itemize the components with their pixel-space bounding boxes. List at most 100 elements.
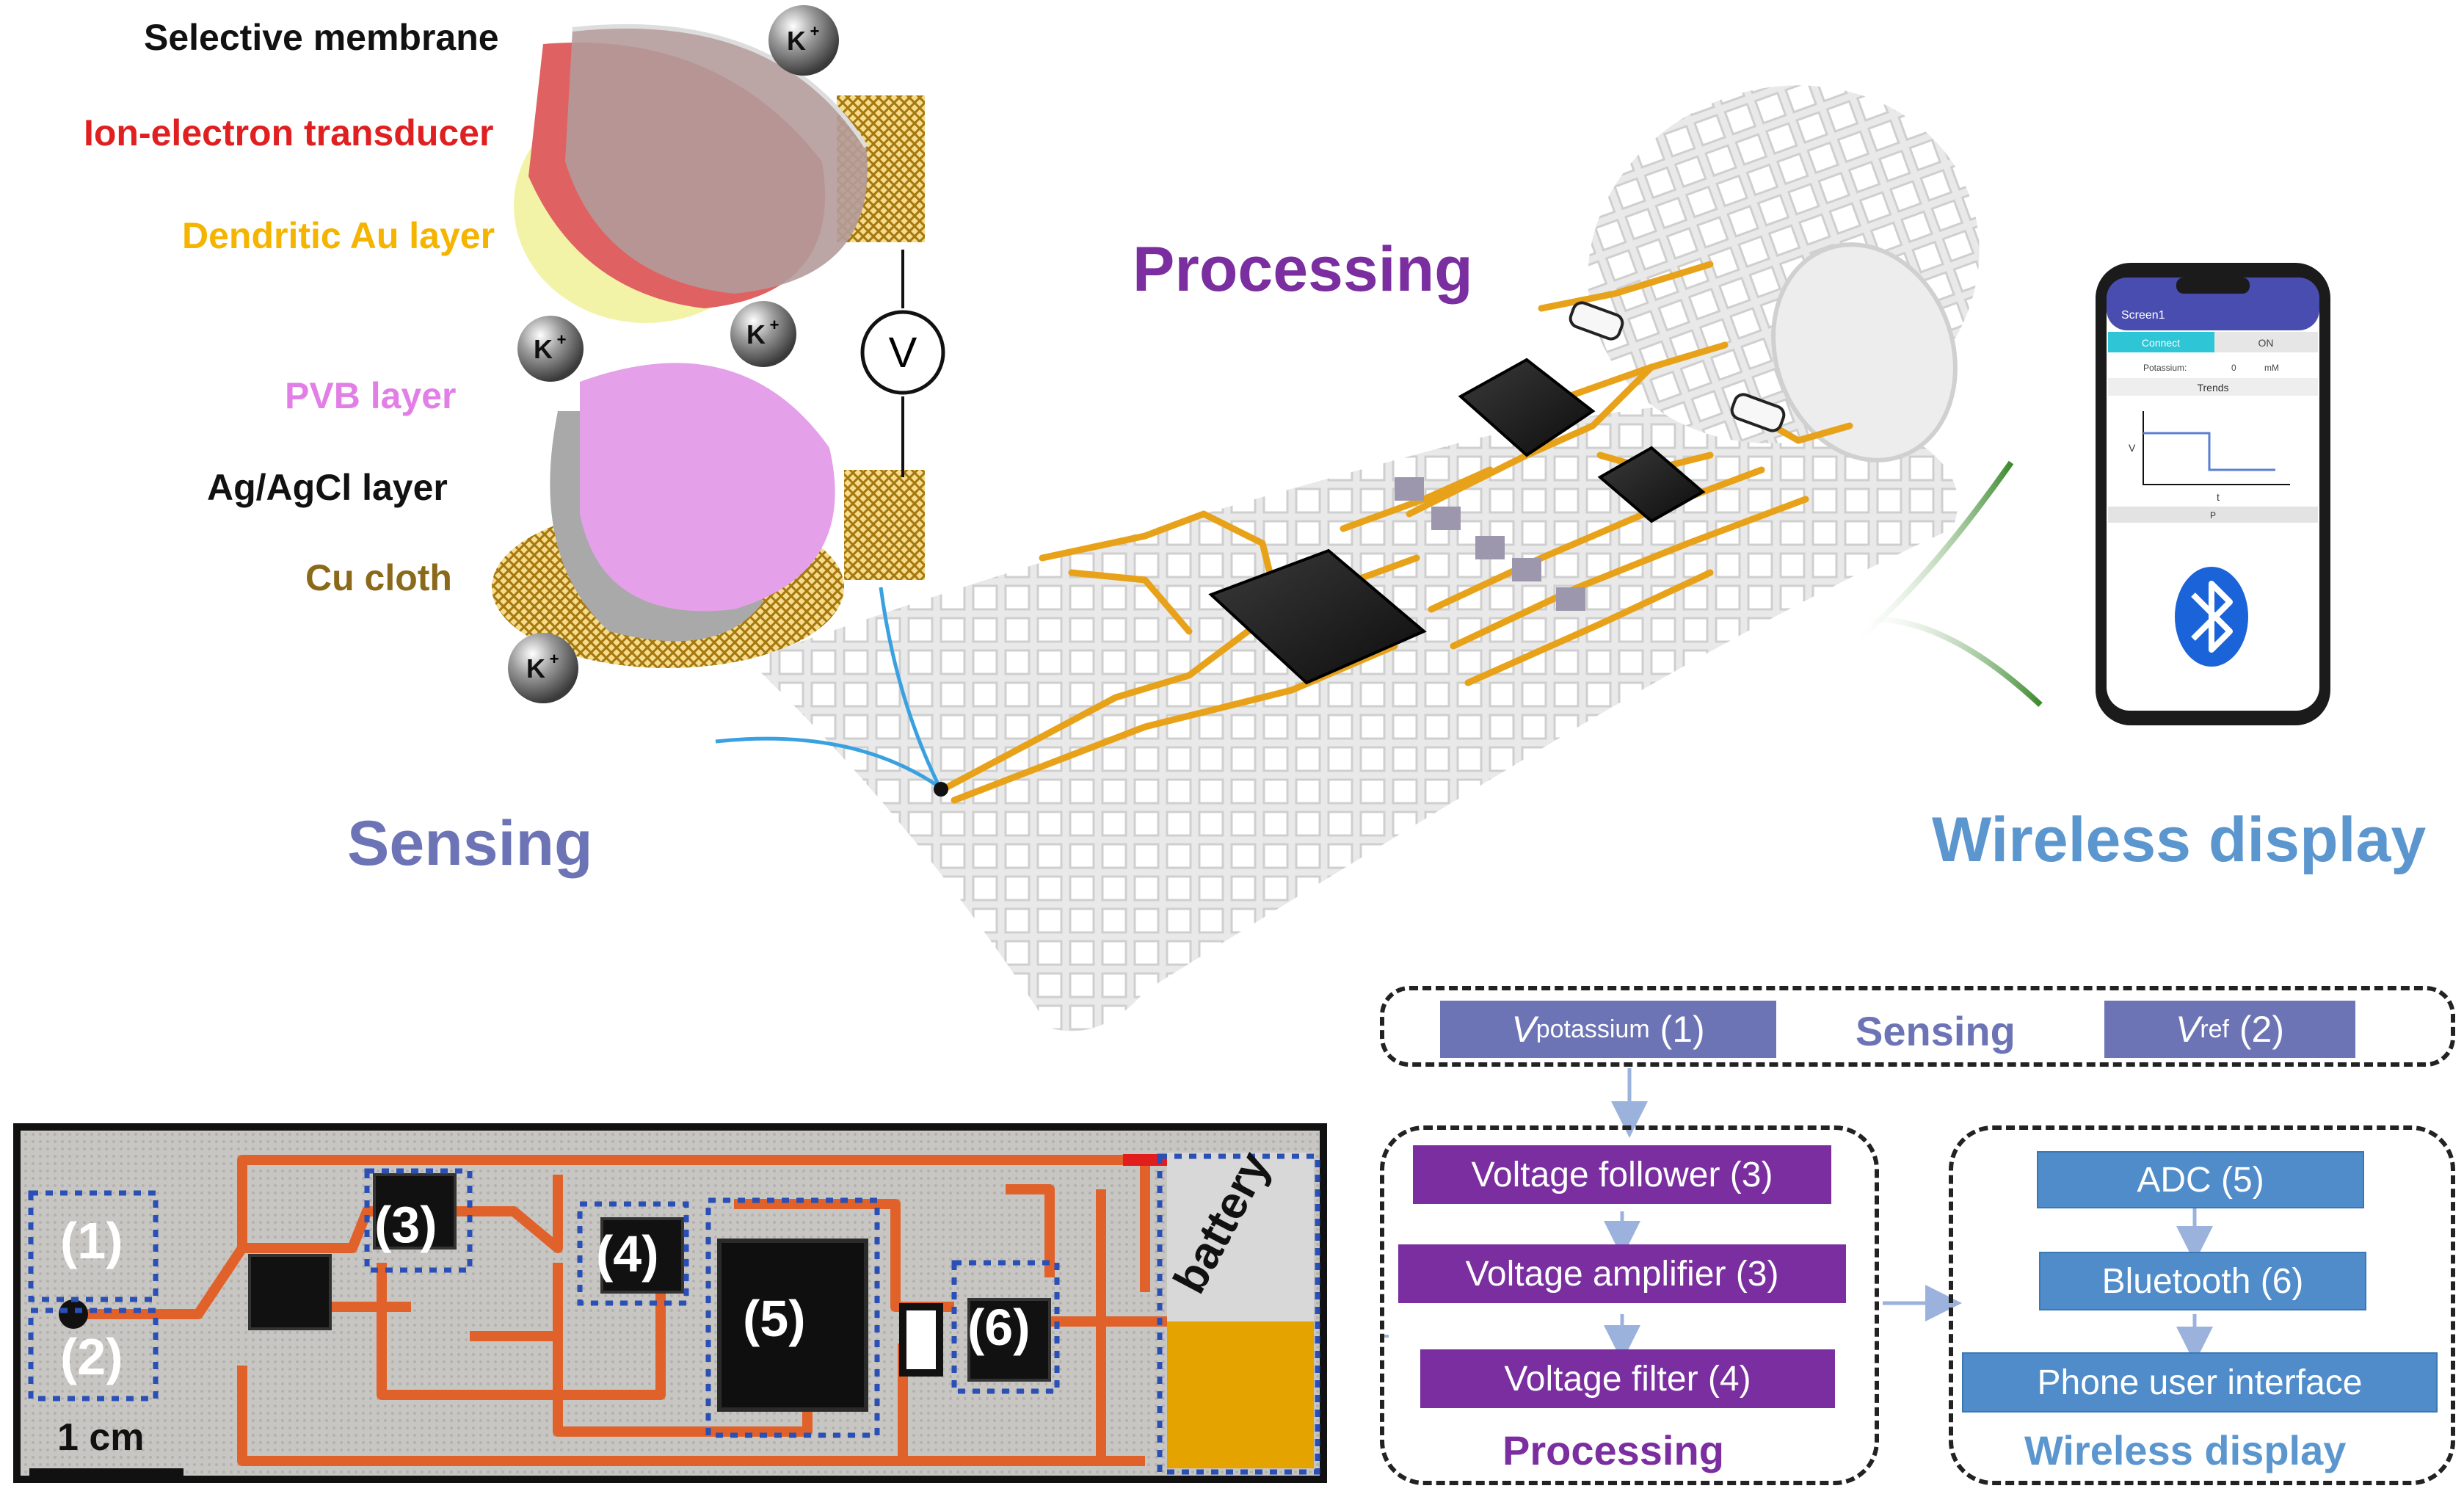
voltmeter-label: V [889, 329, 917, 377]
sensing-group-box [1380, 986, 2455, 1067]
main-chip [1208, 548, 1427, 685]
label-selective-membrane: Selective membrane [144, 17, 499, 58]
pcb-sensor-node [59, 1299, 88, 1329]
bottom-electrode [492, 363, 925, 668]
ion-top: K + [768, 5, 839, 76]
chips [1208, 301, 1786, 685]
sensor-wire-1 [715, 736, 941, 789]
pcb-dotted-boxes [28, 1153, 1320, 1475]
phone-ui-node: Phone user interface [1962, 1352, 2438, 1413]
chip-3 [1597, 446, 1706, 523]
label-pvb-layer: PVB layer [285, 375, 457, 416]
pcb-chip-5 [717, 1239, 868, 1412]
phone-screen-title: Screen1 [2121, 309, 2165, 322]
sensor-wire-2 [879, 587, 942, 788]
pcb-box-battery [1157, 1153, 1320, 1475]
ion-top-k: K [787, 26, 806, 56]
ion-mid-right-k: K [746, 319, 766, 349]
ion-mid-left: K + [517, 316, 584, 382]
textile-sheet [749, 85, 1980, 1031]
membrane-edge [572, 23, 868, 148]
phone-footer-bar [2108, 507, 2318, 523]
pcb-battery-tape [1167, 1321, 1314, 1468]
sensor-node [934, 782, 948, 797]
voltage-amplifier-node: Voltage amplifier (3) [1398, 1244, 1846, 1303]
pcb-box-6 [951, 1260, 1060, 1394]
pvb-layer-shape [580, 363, 835, 612]
v-potassium-sub: potassium [1536, 1015, 1650, 1043]
label-cu-cloth: Cu cloth [305, 557, 452, 598]
phone-footer-label: P [2210, 510, 2216, 521]
wireless-signal-1 [1847, 460, 2014, 649]
ion-bottom-k: K [526, 653, 545, 683]
passive-2 [1431, 507, 1461, 530]
passive-5 [1556, 587, 1585, 611]
v-potassium-tag: (1) [1649, 1009, 1705, 1050]
phone-potassium-label: Potassium: [2143, 363, 2187, 373]
ion-top-charge: + [810, 22, 820, 40]
bluetooth-icon [2175, 567, 2248, 667]
pcb-photo [13, 1123, 1327, 1483]
phone-connect-button[interactable] [2108, 332, 2214, 352]
adc-node: ADC (5) [2037, 1151, 2364, 1208]
phone-title-bar [2107, 278, 2319, 330]
passive-4 [1512, 558, 1541, 581]
pcb-label-1: (1) [60, 1212, 123, 1269]
pcb-label-3: (3) [374, 1196, 437, 1253]
pcb-chip-6 [967, 1298, 1051, 1382]
label-ion-electron-transducer: Ion-electron transducer [84, 112, 494, 153]
sensing-group-title: Sensing [1856, 1008, 2016, 1054]
pcb-box-3 [364, 1168, 473, 1273]
ion-mid-left-charge: + [557, 330, 567, 349]
pcb-chip-3 [373, 1173, 457, 1250]
ion-mid-left-k: K [534, 334, 553, 364]
phone-v-axis: V [2129, 442, 2136, 454]
pcb-traces [81, 1155, 1174, 1466]
bluetooth-node: Bluetooth (6) [2039, 1252, 2366, 1310]
pcb-box-2 [28, 1308, 159, 1401]
ion-mid-right: K + [730, 301, 796, 367]
smartphone: Screen1 Connect ON Potassium: 0 mM Trend… [2096, 263, 2330, 725]
ion-bottom: K + [508, 633, 578, 703]
voltage-follower-node: Voltage follower (3) [1413, 1145, 1831, 1204]
pcb-label-4: (4) [596, 1225, 659, 1283]
fabric-roll-end [1771, 242, 1958, 463]
processing-group-title: Processing [1502, 1427, 1724, 1473]
phone-on-label: ON [2258, 337, 2274, 349]
phone-unit: mM [2264, 363, 2279, 373]
passive-1 [1395, 477, 1424, 501]
wireless-group-title: Wireless display [2024, 1427, 2347, 1473]
v-ref-tag: (2) [2229, 1009, 2285, 1050]
phone-potassium-value: 0 [2231, 363, 2236, 373]
pcb-resistor [899, 1303, 943, 1377]
pcb-scale-label: 1 cm [57, 1416, 145, 1459]
phone-trends-label: Trends [2197, 382, 2228, 394]
v-ref-sub: ref [2200, 1015, 2230, 1043]
wireless-group-box [1949, 1125, 2455, 1485]
pcb-label-2: (2) [60, 1328, 123, 1385]
processing-group-box [1380, 1125, 1879, 1485]
wireless-signal-2 [1856, 616, 2043, 707]
phone-trend-line [2143, 432, 2275, 471]
voltmeter-circle [860, 310, 945, 395]
phone-t-axis: t [2217, 491, 2220, 503]
ion-mid-right-charge: + [770, 316, 779, 334]
voltage-filter-node: Voltage filter (4) [1420, 1349, 1835, 1408]
phone-chart-axes [2143, 411, 2290, 485]
mesh-fabric [749, 401, 1958, 1031]
v-potassium-symbol: V [1511, 1009, 1536, 1050]
phone-trends-bar [2108, 378, 2318, 396]
top-electrode [514, 23, 925, 323]
phone-on-toggle[interactable] [2214, 332, 2318, 352]
label-dendritic-au-layer: Dendritic Au layer [182, 215, 495, 256]
v-ref-symbol: V [2175, 1009, 2200, 1050]
ion-bottom-charge: + [550, 650, 559, 668]
pcb-label-5: (5) [743, 1290, 806, 1347]
stage-processing-label: Processing [1133, 234, 1473, 305]
bottom-cu-cloth-tab [844, 470, 925, 580]
crystal-1 [1569, 301, 1624, 341]
pcb-box-5 [705, 1197, 880, 1438]
pcb-label-6: (6) [967, 1299, 1031, 1356]
